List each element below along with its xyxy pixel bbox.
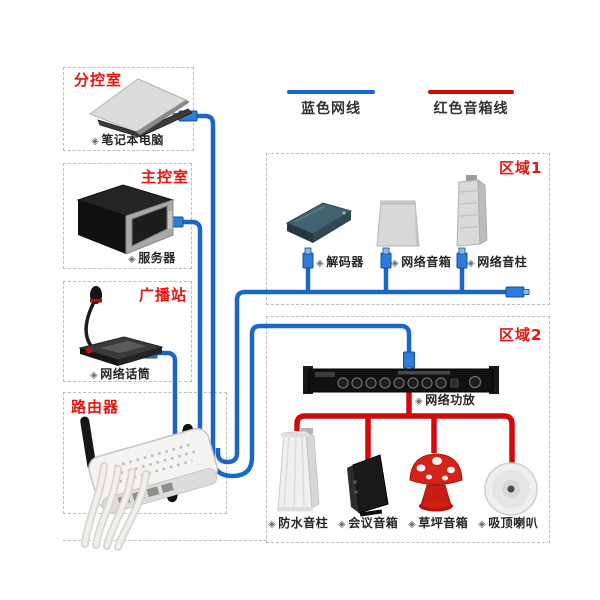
room-title-subcontrol: 分控室 bbox=[74, 71, 123, 89]
blue-cable-server-router bbox=[183, 219, 203, 452]
label-network-column-text: 网络音柱 bbox=[477, 255, 528, 269]
label-decoder-text: 解码器 bbox=[326, 255, 364, 269]
room-box-broadcast bbox=[63, 281, 192, 382]
network-column-speaker-icon bbox=[456, 175, 488, 247]
room-box-subcontrol bbox=[63, 67, 194, 151]
label-waterproof-column-text: 防水音柱 bbox=[278, 516, 329, 530]
zone-title-1: 区域1 bbox=[499, 159, 543, 177]
label-server: ◈服务器 bbox=[128, 249, 176, 266]
label-microphone: ◈网络话筒 bbox=[90, 365, 150, 382]
blue-cable-router-zone1-bus bbox=[215, 289, 508, 465]
lawn-mushroom-speaker-icon bbox=[409, 453, 463, 512]
diamond-bullet-icon: ◈ bbox=[408, 519, 417, 530]
label-decoder: ◈解码器 bbox=[316, 253, 364, 270]
blue-cable-microphone-router bbox=[157, 350, 178, 448]
zone-box-2 bbox=[266, 316, 550, 543]
label-lawn-speaker-text: 草坪音箱 bbox=[418, 516, 469, 530]
rj45-plug-network-column bbox=[456, 247, 468, 269]
room-box-router bbox=[63, 392, 227, 514]
room-title-router: 路由器 bbox=[71, 398, 120, 416]
label-network-column: ◈网络音柱 bbox=[467, 253, 527, 270]
network-speaker-icon bbox=[376, 200, 420, 247]
blue-cable-laptop-router-zone2 bbox=[197, 113, 412, 479]
zone-title-2: 区域2 bbox=[499, 326, 543, 344]
label-lawn-speaker: ◈草坪音箱 bbox=[408, 514, 468, 531]
laptop-icon bbox=[88, 78, 193, 138]
legend-red-cable-swatch bbox=[428, 90, 514, 94]
label-ceiling-speaker-text: 吸顶喇叭 bbox=[488, 516, 539, 530]
diamond-bullet-icon: ◈ bbox=[268, 519, 277, 530]
label-amplifier: ◈网络功放 bbox=[415, 391, 475, 408]
diamond-bullet-icon: ◈ bbox=[90, 370, 99, 381]
label-network-speaker-text: 网络音箱 bbox=[401, 255, 452, 269]
ceiling-speaker-icon bbox=[484, 462, 538, 516]
diamond-bullet-icon: ◈ bbox=[338, 519, 347, 530]
conference-speaker-icon bbox=[347, 454, 389, 517]
rj45-plug-zone1-bus-end bbox=[505, 286, 530, 298]
microphone-icon bbox=[78, 286, 164, 366]
label-conference-speaker: ◈会议音箱 bbox=[338, 514, 398, 531]
label-laptop: ◈笔记本电脑 bbox=[63, 131, 192, 148]
decoder-icon bbox=[285, 202, 353, 243]
rj45-plug-decoder bbox=[302, 247, 314, 269]
diamond-bullet-icon: ◈ bbox=[91, 136, 100, 147]
label-ceiling-speaker: ◈吸顶喇叭 bbox=[478, 514, 538, 531]
red-cable-bus bbox=[294, 413, 515, 469]
diamond-bullet-icon: ◈ bbox=[128, 254, 137, 265]
diamond-bullet-icon: ◈ bbox=[478, 519, 487, 530]
router-icon bbox=[80, 416, 219, 514]
diamond-bullet-icon: ◈ bbox=[316, 258, 325, 269]
label-network-speaker: ◈网络音箱 bbox=[391, 253, 451, 270]
diamond-bullet-icon: ◈ bbox=[391, 258, 400, 269]
server-icon bbox=[76, 184, 175, 255]
legend-red-cable-label: 红色音箱线 bbox=[433, 101, 509, 117]
bottom-dashed-line bbox=[63, 540, 267, 541]
legend-blue-cable-swatch bbox=[287, 90, 375, 94]
room-title-broadcast: 广播站 bbox=[139, 286, 188, 304]
diamond-bullet-icon: ◈ bbox=[467, 258, 476, 269]
amplifier-icon bbox=[303, 366, 499, 394]
label-amplifier-text: 网络功放 bbox=[425, 393, 476, 407]
diamond-bullet-icon: ◈ bbox=[415, 396, 424, 407]
waterproof-column-speaker-icon bbox=[277, 428, 320, 512]
legend-blue-cable-label: 蓝色网线 bbox=[301, 101, 361, 117]
room-box-maincontrol bbox=[63, 163, 192, 269]
label-laptop-text: 笔记本电脑 bbox=[101, 133, 164, 147]
label-waterproof-column: ◈防水音柱 bbox=[268, 514, 328, 531]
rj45-plug-network-speaker bbox=[380, 247, 392, 269]
label-conference-speaker-text: 会议音箱 bbox=[348, 516, 399, 530]
label-server-text: 服务器 bbox=[138, 251, 176, 265]
label-microphone-text: 网络话筒 bbox=[100, 367, 151, 381]
zone-box-1 bbox=[266, 153, 550, 305]
room-title-maincontrol: 主控室 bbox=[141, 168, 190, 186]
